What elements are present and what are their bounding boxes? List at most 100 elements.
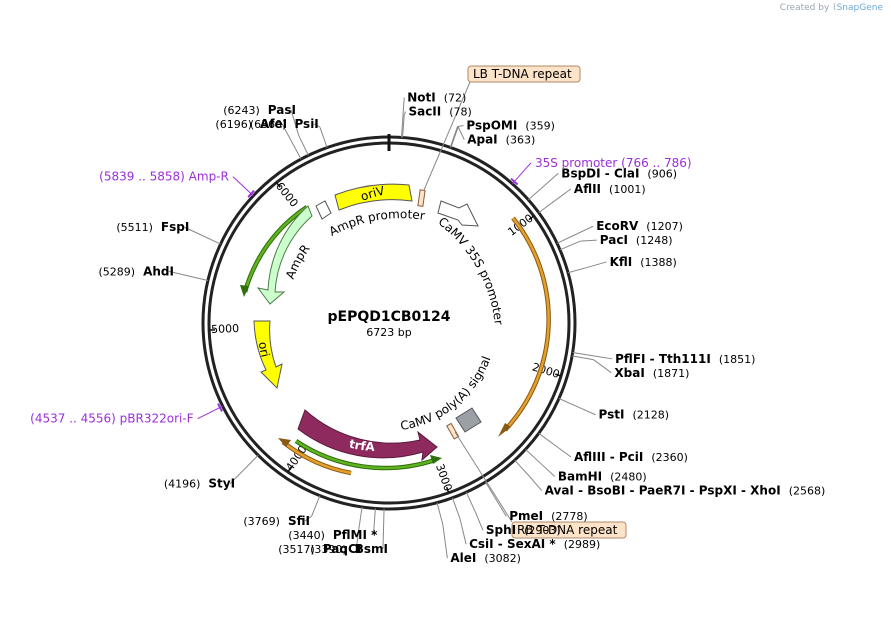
restriction-site-text: (6243)PasI [223, 103, 296, 117]
site-name: NotI [407, 91, 436, 105]
site-name: ApaI [467, 133, 497, 147]
rb-tdna-repeat-callout: RB T-DNA repeat [454, 431, 627, 539]
site-name: AhdI [143, 264, 174, 278]
site-leader [567, 266, 590, 274]
restriction-site: PspOMI(359) [466, 119, 555, 133]
site-position: (4196) [164, 478, 201, 491]
site-name: KflI [610, 255, 633, 269]
restriction-site-text: (3517)PaqCI [278, 542, 361, 556]
tick-mark [555, 373, 562, 377]
restriction-site: (3517)PaqCI [278, 542, 361, 556]
green-feature-arc-left-fill [243, 205, 308, 293]
primer-binding-mark [217, 403, 223, 412]
restriction-site-labels: NotI(72)SacII(78)PspOMI(359)ApaI(363)Bsp… [99, 91, 826, 566]
restriction-site: (4196)StyI [164, 477, 235, 491]
site-leader [572, 351, 595, 357]
green-feature-arc-bottom-fill [295, 439, 436, 470]
restriction-site: AleI(3082) [450, 551, 521, 565]
restriction-site: BspDI - ClaI(906) [561, 166, 677, 180]
site-position: (1871) [653, 367, 690, 380]
site-leader [450, 126, 459, 148]
site-position: (2480) [610, 471, 647, 484]
restriction-site: (5511)FspI [116, 220, 189, 234]
restriction-site-text: CsiI - SexAI *(2989) [469, 537, 600, 551]
ampr-promoter-label: AmpR promoter [327, 207, 426, 239]
site-leader [229, 470, 244, 485]
site-leader [200, 234, 221, 245]
snapgene-credit: Created by ⌇SnapGene [780, 3, 883, 13]
site-leader [319, 126, 328, 148]
site-leader [358, 506, 363, 529]
site-leader [558, 398, 580, 408]
green-arrowhead-bottom [430, 455, 442, 464]
site-position: (906) [647, 167, 677, 180]
restriction-site: PacI(1248) [600, 233, 673, 247]
site-leader [304, 515, 312, 522]
site-position: (6360) [250, 118, 287, 131]
tick-label: 3000 [433, 462, 455, 493]
restriction-site-text: (3769)SfiI [243, 514, 310, 528]
restriction-site-text: AleI(3082) [450, 551, 521, 565]
site-name: SacII [408, 105, 441, 119]
trfa-label: trfA [348, 437, 376, 454]
site-position: (2568) [789, 485, 826, 498]
restriction-site-text: BspDI - ClaI(906) [561, 166, 677, 180]
site-leader [457, 126, 465, 140]
site-position: (1388) [640, 256, 677, 269]
site-name: SfiI [288, 514, 310, 528]
site-name: PaqCI [323, 542, 361, 556]
restriction-site-text: XbaI(1871) [614, 366, 689, 380]
site-leader [311, 495, 321, 517]
site-leader [529, 476, 543, 491]
restriction-site-text: SphI (2903) [486, 523, 561, 537]
primer-label: 35S promoter (766 .. 786) [535, 156, 692, 170]
ori-label: ori [256, 341, 273, 359]
site-leader [371, 530, 375, 536]
site-position: (5511) [116, 221, 153, 234]
site-leader [528, 184, 546, 201]
restriction-site: (3769)SfiI [243, 514, 310, 528]
site-position: (3390) [310, 543, 347, 556]
site-position: (72) [444, 92, 467, 105]
site-position: (2903) [524, 524, 561, 537]
restriction-site-text: (6196)AfeI [215, 117, 287, 131]
orange-arrowhead-bottom [278, 438, 291, 447]
site-name: AflII [574, 182, 601, 196]
site-leader [474, 512, 484, 531]
site-leader [485, 481, 498, 502]
site-position: (1248) [636, 234, 673, 247]
orange-feature-arc-right-fill [504, 217, 550, 431]
restriction-site-text: BamHI(2480) [558, 470, 647, 484]
site-name: BsmI [355, 542, 388, 556]
restriction-site-text: (5289)AhdI [99, 264, 174, 278]
credit-brand: SnapGene [836, 3, 883, 13]
site-name: EcoRV [596, 219, 639, 233]
restriction-site: SphI (2903) [486, 523, 561, 537]
restriction-site: (6243)PasI [223, 103, 296, 117]
restriction-site: SacII(78) [408, 105, 471, 119]
restriction-site: XbaI(1871) [614, 366, 689, 380]
site-name: PflFI - Tth111I [615, 352, 711, 366]
restriction-site-text: PstI(2128) [599, 408, 670, 422]
tick-label: 5000 [211, 322, 239, 336]
tick-label: 2000 [531, 360, 562, 381]
site-leader [593, 359, 612, 374]
site-leader [449, 126, 458, 148]
restriction-site-text: (3440)PflMI * [288, 528, 378, 542]
restriction-site-text: PmeI(2778) [509, 509, 587, 523]
site-position: (1207) [646, 220, 683, 233]
site-name: AleI [450, 551, 476, 565]
site-leader [556, 445, 572, 458]
site-name: AvaI - BsoBI - PaeR7I - PspXI - XhoI [545, 484, 781, 498]
site-leader [290, 139, 302, 160]
site-leader [525, 449, 542, 465]
site-leader [186, 274, 209, 281]
site-position: (359) [525, 120, 555, 133]
site-leader [442, 523, 448, 559]
site-name: SphI [486, 523, 516, 537]
restriction-site: AflIII - PciI(2360) [574, 450, 688, 464]
site-leader [402, 115, 405, 138]
site-position: (2128) [632, 409, 669, 422]
site-name: PasI [268, 103, 296, 117]
